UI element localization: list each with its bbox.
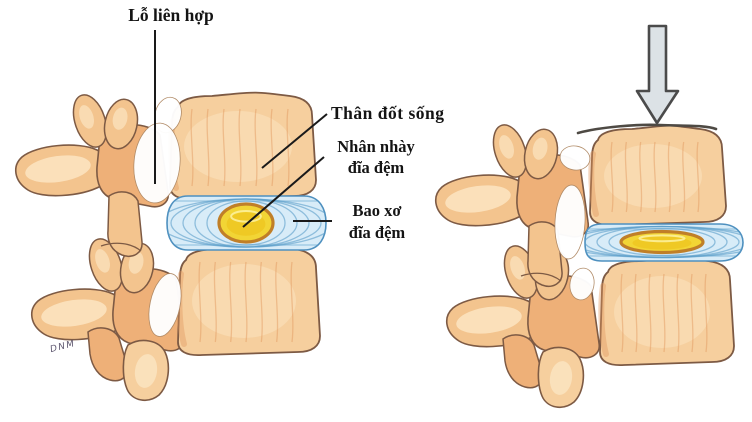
intervertebral-foramen-gap — [133, 122, 181, 204]
label-leader-lines — [154, 30, 332, 228]
pressure-contact-line — [576, 123, 718, 135]
label-intervertebral-foramen: Lỗ liên hợp — [128, 5, 214, 25]
label-line — [242, 156, 325, 228]
label-vertebral-body: Thân đốt sống — [331, 103, 445, 123]
inferior-articular-process — [107, 191, 143, 257]
spine-segment-compressed — [435, 123, 744, 409]
compression-arrow-icon — [635, 24, 680, 125]
intervertebral-foramen-gap — [148, 273, 182, 337]
label-annulus-fibrosus: Bao xơ đĩa đệm — [348, 201, 406, 242]
intervertebral-foramen-gap — [569, 267, 595, 301]
label-line — [261, 113, 328, 169]
spine-segment-normal — [15, 91, 327, 402]
label-nucleus-pulposus: Nhân nhày đĩa đệm — [337, 137, 415, 177]
intervertebral-foramen-gap — [559, 145, 591, 171]
intervertebral-foramen-gap — [554, 184, 586, 260]
